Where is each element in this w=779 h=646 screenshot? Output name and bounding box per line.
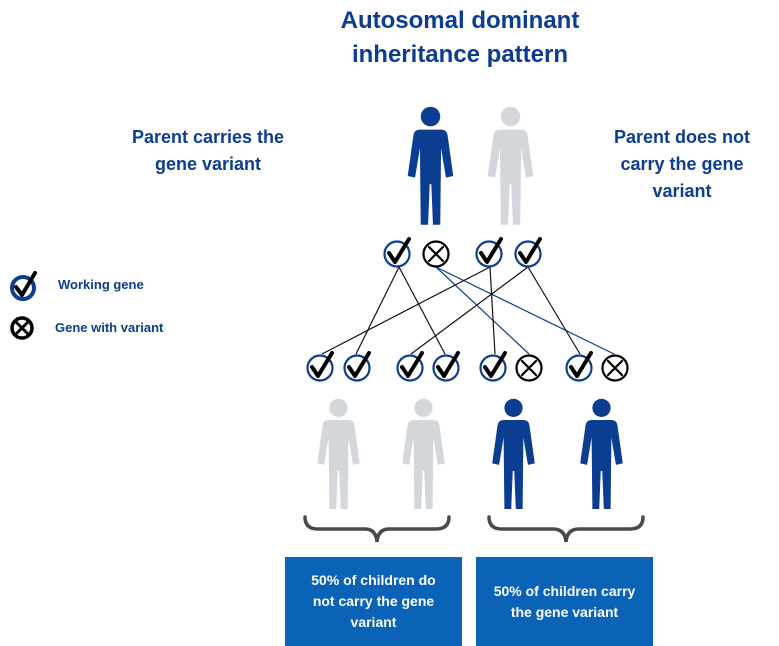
brace-left [303,515,451,543]
check-circle-icon [342,351,372,383]
child-figure-affected [492,398,535,509]
check-circle-icon [395,351,425,383]
x-circle-icon [515,354,543,382]
check-circle-icon [305,351,335,383]
legend-working-label: Working gene [58,277,144,292]
check-circle-icon [431,351,461,383]
result-box-carrier: 50% of children carry the gene variant [476,557,653,646]
check-circle-icon [10,271,37,301]
parent-noncarrier-figure [487,106,534,225]
parent-noncarrier-label: Parent does not carry the gene variant [613,127,751,201]
check-circle-icon [382,237,412,269]
x-circle-icon [422,240,450,268]
check-circle-icon [564,351,594,383]
x-circle-icon [10,316,34,340]
check-circle-icon [478,351,508,383]
check-circle-icon [513,237,543,269]
child-figure-unaffected [317,398,360,509]
legend-variant-label: Gene with variant [55,320,164,335]
parent-carrier-figure [407,106,454,225]
x-circle-icon [601,354,629,382]
child-figure-affected [580,398,623,509]
check-circle-icon [474,237,504,269]
parent-carrier-label: Parent carries the gene variant [131,127,285,174]
result-box-noncarrier: 50% of children do not carry the gene va… [285,557,462,646]
brace-right [487,515,645,543]
diagram-title: Autosomal dominant inheritance pattern [340,7,580,68]
inheritance-lines [321,266,615,355]
child-figure-unaffected [402,398,445,509]
